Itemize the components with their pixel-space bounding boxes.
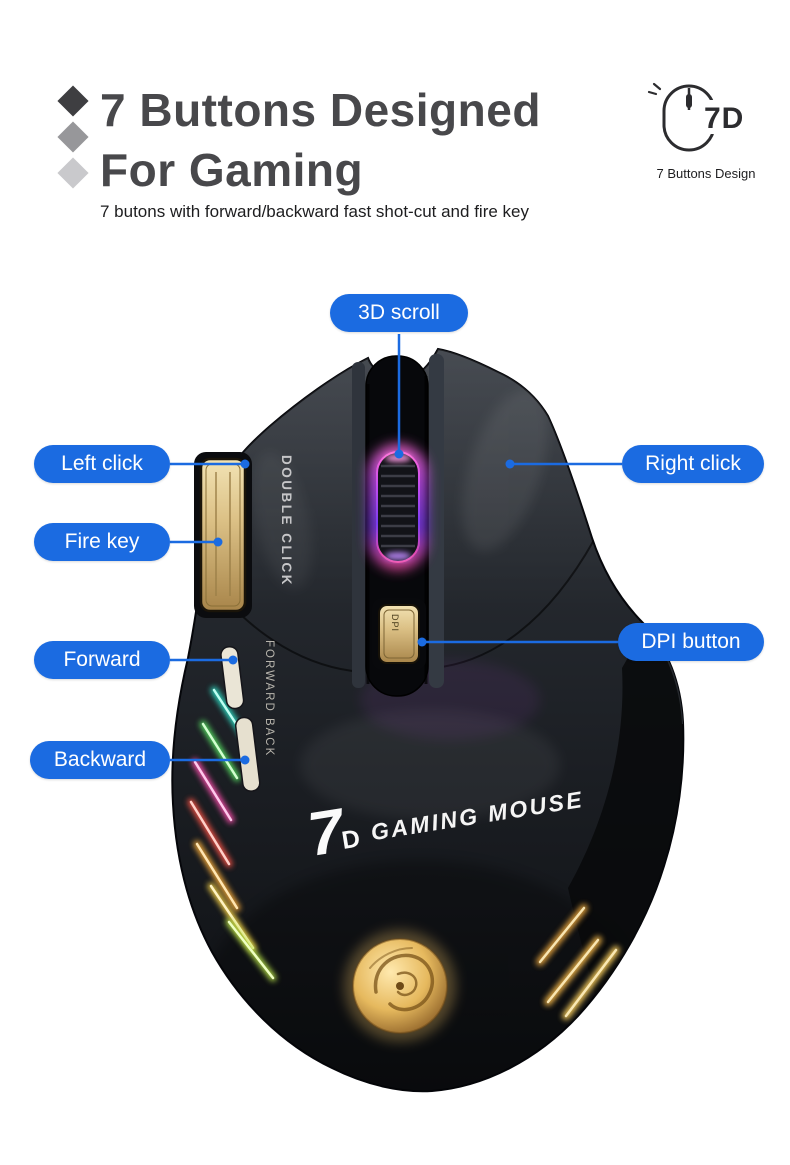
- page-title: 7 Buttons Designed For Gaming: [100, 80, 541, 200]
- mouse-7d-icon: 7D: [647, 82, 756, 152]
- thumb-rest-wing: [568, 626, 684, 998]
- callout-right-click: Right click: [622, 445, 764, 483]
- callout-3d-scroll: 3D scroll: [330, 294, 468, 332]
- side-buttons: [220, 645, 261, 792]
- callout-forward: Forward: [34, 641, 170, 679]
- dragon-logo: [344, 930, 456, 1042]
- scroll-wheel: [368, 444, 428, 570]
- dpi-key-label: DPI: [390, 614, 400, 632]
- forward-back-print: FORWARD BACK: [263, 640, 275, 757]
- fire-key-button: [194, 452, 252, 618]
- callout-left-click: Left click: [34, 445, 170, 483]
- callout-backward: Backward: [30, 741, 170, 779]
- brand-letter: D: [340, 824, 362, 854]
- callout-dpi-button: DPI button: [618, 623, 764, 661]
- subtitle: 7 butons with forward/backward fast shot…: [100, 202, 529, 221]
- title-line-1: 7 Buttons Designed: [100, 84, 541, 136]
- badge-caption: 7 Buttons Design: [656, 166, 756, 181]
- badge-7d-text: 7D: [704, 102, 744, 135]
- forward-button: [220, 645, 245, 710]
- left-button-sheen: [252, 451, 312, 589]
- right-button-sheen: [462, 389, 548, 551]
- palm-sheen: [300, 710, 560, 820]
- double-click-print: DOUBLE CLICK: [279, 455, 294, 587]
- title-line-2: For Gaming: [100, 144, 364, 196]
- backward-button: [234, 716, 261, 792]
- callout-fire-key: Fire key: [34, 523, 170, 561]
- dpi-button: DPI: [372, 598, 426, 670]
- seven-buttons-badge: 7D 7 Buttons Design: [640, 76, 772, 181]
